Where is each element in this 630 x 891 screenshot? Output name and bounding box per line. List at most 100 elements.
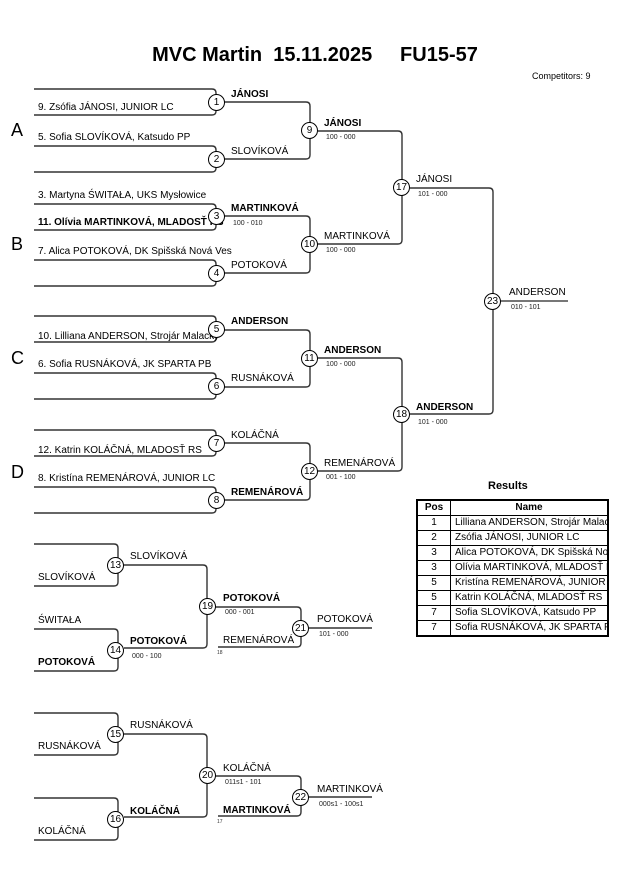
match-winner-12: REMENÁROVÁ xyxy=(324,458,396,469)
match-winner-16: KOLÁČNÁ xyxy=(130,806,180,817)
match-score-3: 100 - 010 xyxy=(233,220,263,227)
match-winner-20: KOLÁČNÁ xyxy=(223,763,271,774)
bracket-line-m8 xyxy=(34,486,217,514)
group-label-a: A xyxy=(11,120,24,140)
match-node-10[interactable]: 10 xyxy=(301,236,318,253)
bracket-line-m2 xyxy=(34,145,217,173)
repechage-entrant: KOLÁČNÁ xyxy=(38,826,86,837)
match-score-18: 101 - 000 xyxy=(418,419,448,426)
match-node-22[interactable]: 22 xyxy=(292,789,309,806)
group-label-d: D xyxy=(11,462,24,482)
match-winner-19: POTOKOVÁ xyxy=(223,593,281,604)
match-winner-2: SLOVÍKOVÁ xyxy=(231,146,289,157)
match-node-9[interactable]: 9 xyxy=(301,122,318,139)
match-score-21: 101 - 000 xyxy=(319,631,349,638)
match-node-16[interactable]: 16 xyxy=(107,811,124,828)
match-node-15[interactable]: 15 xyxy=(107,726,124,743)
repechage-entrant: SLOVÍKOVÁ xyxy=(38,572,96,583)
match-score-9: 100 - 000 xyxy=(326,134,356,141)
match-winner-22: MARTINKOVÁ xyxy=(317,784,383,795)
match-winner-15: RUSNÁKOVÁ xyxy=(130,720,193,731)
match-winner-4: POTOKOVÁ xyxy=(231,260,287,271)
result-pos: 7 xyxy=(416,620,451,637)
match-node-18[interactable]: 18 xyxy=(393,406,410,423)
entrant: 3. Martyna ŚWITAŁA, UKS Mysłowice xyxy=(38,190,207,201)
result-pos: 2 xyxy=(416,530,451,546)
repechage-entrant: RUSNÁKOVÁ xyxy=(38,741,101,752)
match-winner-17: JÁNOSI xyxy=(416,174,453,185)
match-node-23[interactable]: 23 xyxy=(484,293,501,310)
match-node-11[interactable]: 11 xyxy=(301,350,318,367)
match-winner-10: MARTINKOVÁ xyxy=(324,231,390,242)
entrant: 6. Sofia RUSNÁKOVÁ, JK SPARTA PB xyxy=(38,359,212,370)
repechage-entrant: ŚWITAŁA xyxy=(38,615,82,626)
match-score-14: 000 - 100 xyxy=(132,653,162,660)
match-score-12: 001 - 100 xyxy=(326,474,356,481)
match-node-14[interactable]: 14 xyxy=(107,642,124,659)
match-score-20: 011s1 - 101 xyxy=(225,779,262,786)
repechage-entrant: POTOKOVÁ xyxy=(38,657,96,668)
match-winner-14: POTOKOVÁ xyxy=(130,636,188,647)
match-score-11: 100 - 000 xyxy=(326,361,356,368)
match-node-20[interactable]: 20 xyxy=(199,767,216,784)
match-winner-13: SLOVÍKOVÁ xyxy=(130,551,188,562)
column-header-pos: Pos xyxy=(416,499,451,516)
match-winner-11: ANDERSON xyxy=(324,345,382,356)
bracket-line-m23 xyxy=(410,187,494,415)
bracket-line-m4 xyxy=(34,259,217,287)
result-name: Sofia SLOVÍKOVÁ, Katsudo PP xyxy=(450,605,609,621)
match-winner-9: JÁNOSI xyxy=(324,118,362,129)
entrant: 12. Katrin KOLÁČNÁ, MLADOSŤ RS xyxy=(38,445,202,456)
competitors-count: Competitors: 9 xyxy=(532,71,591,81)
match-node-17[interactable]: 17 xyxy=(393,179,410,196)
repechage-loser-from: 17 xyxy=(217,819,223,825)
entrant: 10. Lilliana ANDERSON, Strojár Malacky xyxy=(38,331,220,342)
result-name: Alica POTOKOVÁ, DK Spišská Nová Ves xyxy=(450,545,609,561)
match-node-7[interactable]: 7 xyxy=(208,435,225,452)
group-label-b: B xyxy=(11,234,24,254)
repechage-loser-in: REMENÁROVÁ xyxy=(223,635,295,646)
entrant: 5. Sofia SLOVÍKOVÁ, Katsudo PP xyxy=(38,132,191,143)
group-label-c: C xyxy=(11,348,24,368)
result-pos: 5 xyxy=(416,575,451,591)
match-winner-5: ANDERSON xyxy=(231,316,289,327)
result-name: Katrin KOLÁČNÁ, MLADOSŤ RS xyxy=(450,590,609,606)
result-name: Olívia MARTINKOVÁ, MLADOSŤ RS xyxy=(450,560,609,576)
match-node-13[interactable]: 13 xyxy=(107,557,124,574)
match-score-19: 000 - 001 xyxy=(225,609,255,616)
result-pos: 7 xyxy=(416,605,451,621)
match-node-19[interactable]: 19 xyxy=(199,598,216,615)
final-score: 010 - 101 xyxy=(511,304,541,311)
bracket-line-m6 xyxy=(34,372,217,400)
match-node-2[interactable]: 2 xyxy=(208,151,225,168)
match-node-5[interactable]: 5 xyxy=(208,321,225,338)
repechage-loser-in: MARTINKOVÁ xyxy=(223,805,291,816)
match-winner-21: POTOKOVÁ xyxy=(317,614,373,625)
match-winner-1: JÁNOSI xyxy=(231,89,269,100)
match-winner-7: KOLÁČNÁ xyxy=(231,430,279,441)
result-pos: 3 xyxy=(416,545,451,561)
match-node-21[interactable]: 21 xyxy=(292,620,309,637)
result-name: Zsófia JÁNOSI, JUNIOR LC xyxy=(450,530,609,546)
match-node-1[interactable]: 1 xyxy=(208,94,225,111)
match-node-12[interactable]: 12 xyxy=(301,463,318,480)
results-header-row: Pos Name xyxy=(416,499,609,516)
entrant: 11. Olívia MARTINKOVÁ, MLADOSŤ RS xyxy=(38,217,224,228)
entrant: 8. Kristína REMENÁROVÁ, JUNIOR LC xyxy=(38,473,216,484)
result-pos: 1 xyxy=(416,515,451,531)
match-node-8[interactable]: 8 xyxy=(208,492,225,509)
entrant: 9. Zsófia JÁNOSI, JUNIOR LC xyxy=(38,102,174,113)
match-winner-3: MARTINKOVÁ xyxy=(231,203,299,214)
result-pos: 3 xyxy=(416,560,451,576)
match-node-6[interactable]: 6 xyxy=(208,378,225,395)
match-node-3[interactable]: 3 xyxy=(208,208,225,225)
match-node-4[interactable]: 4 xyxy=(208,265,225,282)
result-name: Sofia RUSNÁKOVÁ, JK SPARTA PB xyxy=(450,620,609,637)
match-winner-6: RUSNÁKOVÁ xyxy=(231,373,294,384)
